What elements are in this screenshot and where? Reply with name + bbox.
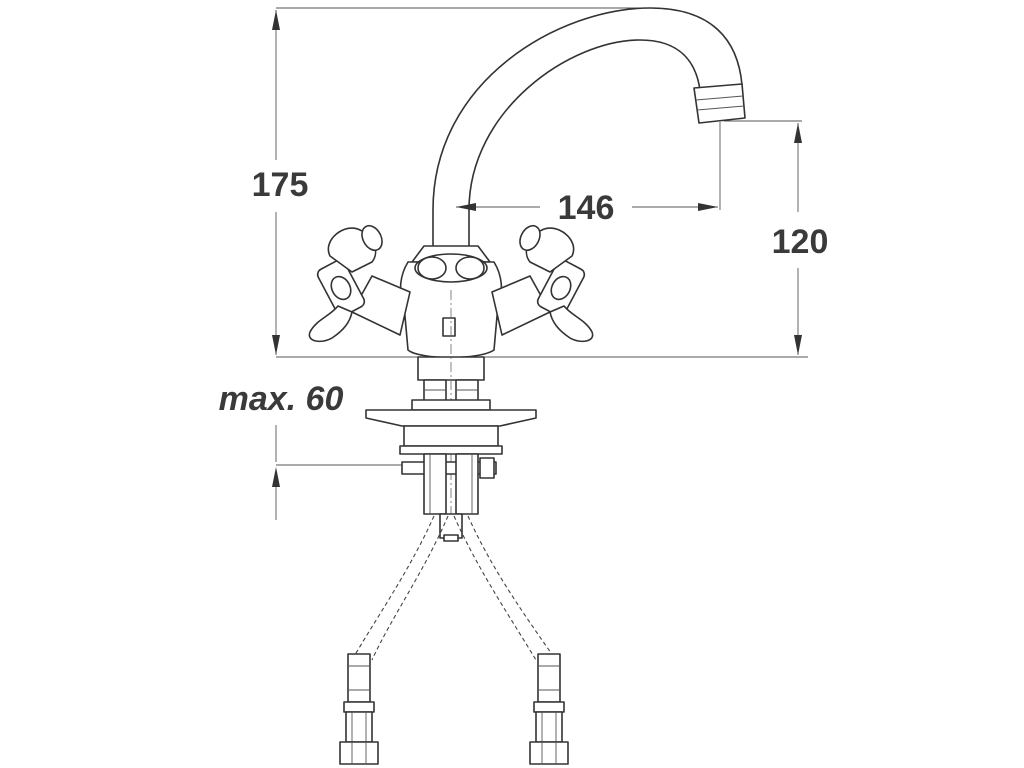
spout-reach-label: 146	[558, 189, 615, 227]
right-hose-fitting	[529, 653, 569, 765]
mounting-assembly	[365, 379, 537, 542]
right-handle	[491, 224, 594, 343]
spout	[432, 7, 746, 249]
left-hose-fitting	[339, 653, 379, 765]
max-deck-thickness-label: max. 60	[219, 380, 344, 418]
faucet-body	[399, 245, 503, 540]
dimension-lines	[272, 7, 808, 520]
flexible-hoses	[351, 515, 557, 661]
total-height-label: 175	[252, 166, 309, 204]
left-handle	[308, 224, 411, 343]
spout-height-label: 120	[772, 223, 829, 261]
